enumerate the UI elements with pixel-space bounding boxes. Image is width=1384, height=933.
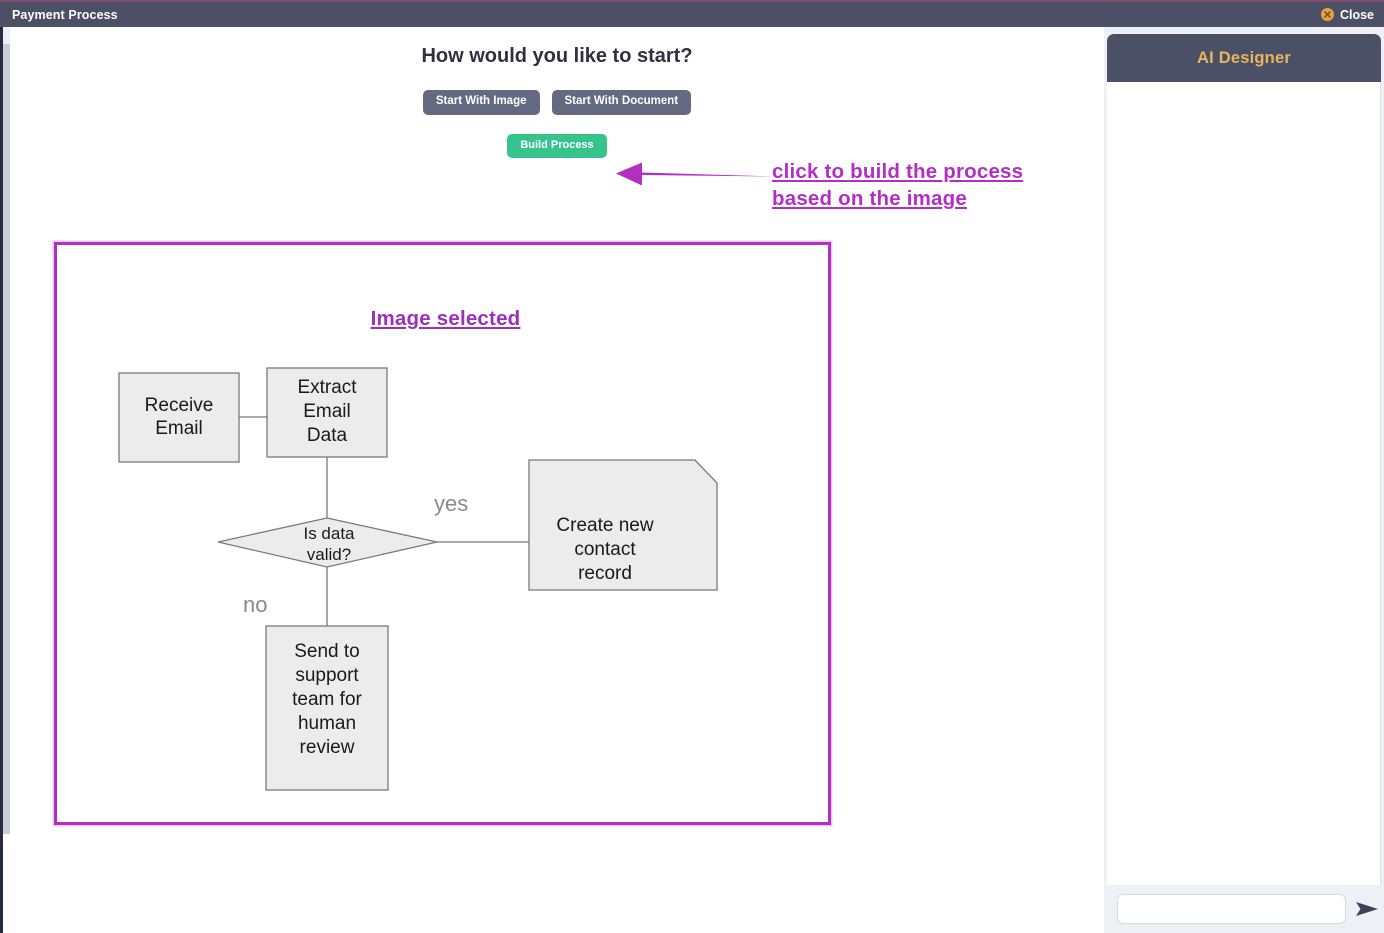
svg-text:valid?: valid? <box>307 545 351 564</box>
vertical-scrollbar[interactable] <box>3 44 10 834</box>
close-button[interactable]: Close <box>1320 7 1374 22</box>
page-title: How would you like to start? <box>421 45 693 67</box>
svg-text:Is data: Is data <box>303 524 355 543</box>
ai-designer-input-bar <box>1107 885 1384 933</box>
start-with-document-button[interactable]: Start With Document <box>551 90 692 115</box>
svg-text:Receive: Receive <box>145 395 214 416</box>
main-canvas: How would you like to start? Start With … <box>10 27 1104 933</box>
svg-text:Email: Email <box>155 418 203 439</box>
svg-text:Send to: Send to <box>294 641 360 662</box>
svg-text:record: record <box>578 563 632 584</box>
ai-designer-header: AI Designer <box>1107 34 1381 82</box>
left-edge-rail <box>0 27 3 933</box>
close-button-label: Close <box>1339 7 1374 22</box>
left-arrow-icon <box>608 159 776 189</box>
svg-text:Email: Email <box>303 401 351 422</box>
ai-designer-title: AI Designer <box>1197 48 1291 67</box>
start-options-row: Start With Image Start With Document <box>10 90 1104 115</box>
build-hint-line-2: based on the image <box>772 187 967 211</box>
svg-text:review: review <box>300 737 355 758</box>
svg-text:no: no <box>243 592 267 617</box>
svg-text:contact: contact <box>574 539 636 560</box>
svg-text:Create new: Create new <box>556 515 653 536</box>
image-selected-annotation: Image selected <box>370 307 521 330</box>
ai-designer-messages <box>1107 82 1381 885</box>
build-hint-annotation: click to build the process based on the … <box>772 158 1092 213</box>
svg-text:human: human <box>298 713 356 734</box>
ai-designer-input[interactable] <box>1117 894 1346 924</box>
build-process-button[interactable]: Build Process <box>507 134 607 158</box>
close-circle-icon <box>1320 8 1334 21</box>
selected-image-frame[interactable]: Image selected Receive Email <box>54 242 831 825</box>
scrollbar-gap <box>3 27 10 44</box>
svg-text:Extract: Extract <box>297 377 357 398</box>
svg-text:Data: Data <box>307 425 348 446</box>
build-process-row: Build Process <box>10 134 1104 158</box>
svg-text:team for: team for <box>292 689 362 710</box>
svg-text:yes: yes <box>434 491 468 516</box>
window-title: Payment Process <box>12 7 118 22</box>
top-accent-line <box>0 0 1384 2</box>
ai-designer-panel: AI Designer <box>1104 27 1384 933</box>
send-arrow-icon[interactable] <box>1354 896 1380 922</box>
start-with-image-button[interactable]: Start With Image <box>422 90 540 115</box>
flowchart-image: Receive Email Extract Email Data Is data… <box>57 245 834 828</box>
build-hint-line-1: click to build the process <box>772 160 1024 183</box>
svg-text:support: support <box>295 665 359 686</box>
window-titlebar: Payment Process Close <box>0 2 1384 27</box>
